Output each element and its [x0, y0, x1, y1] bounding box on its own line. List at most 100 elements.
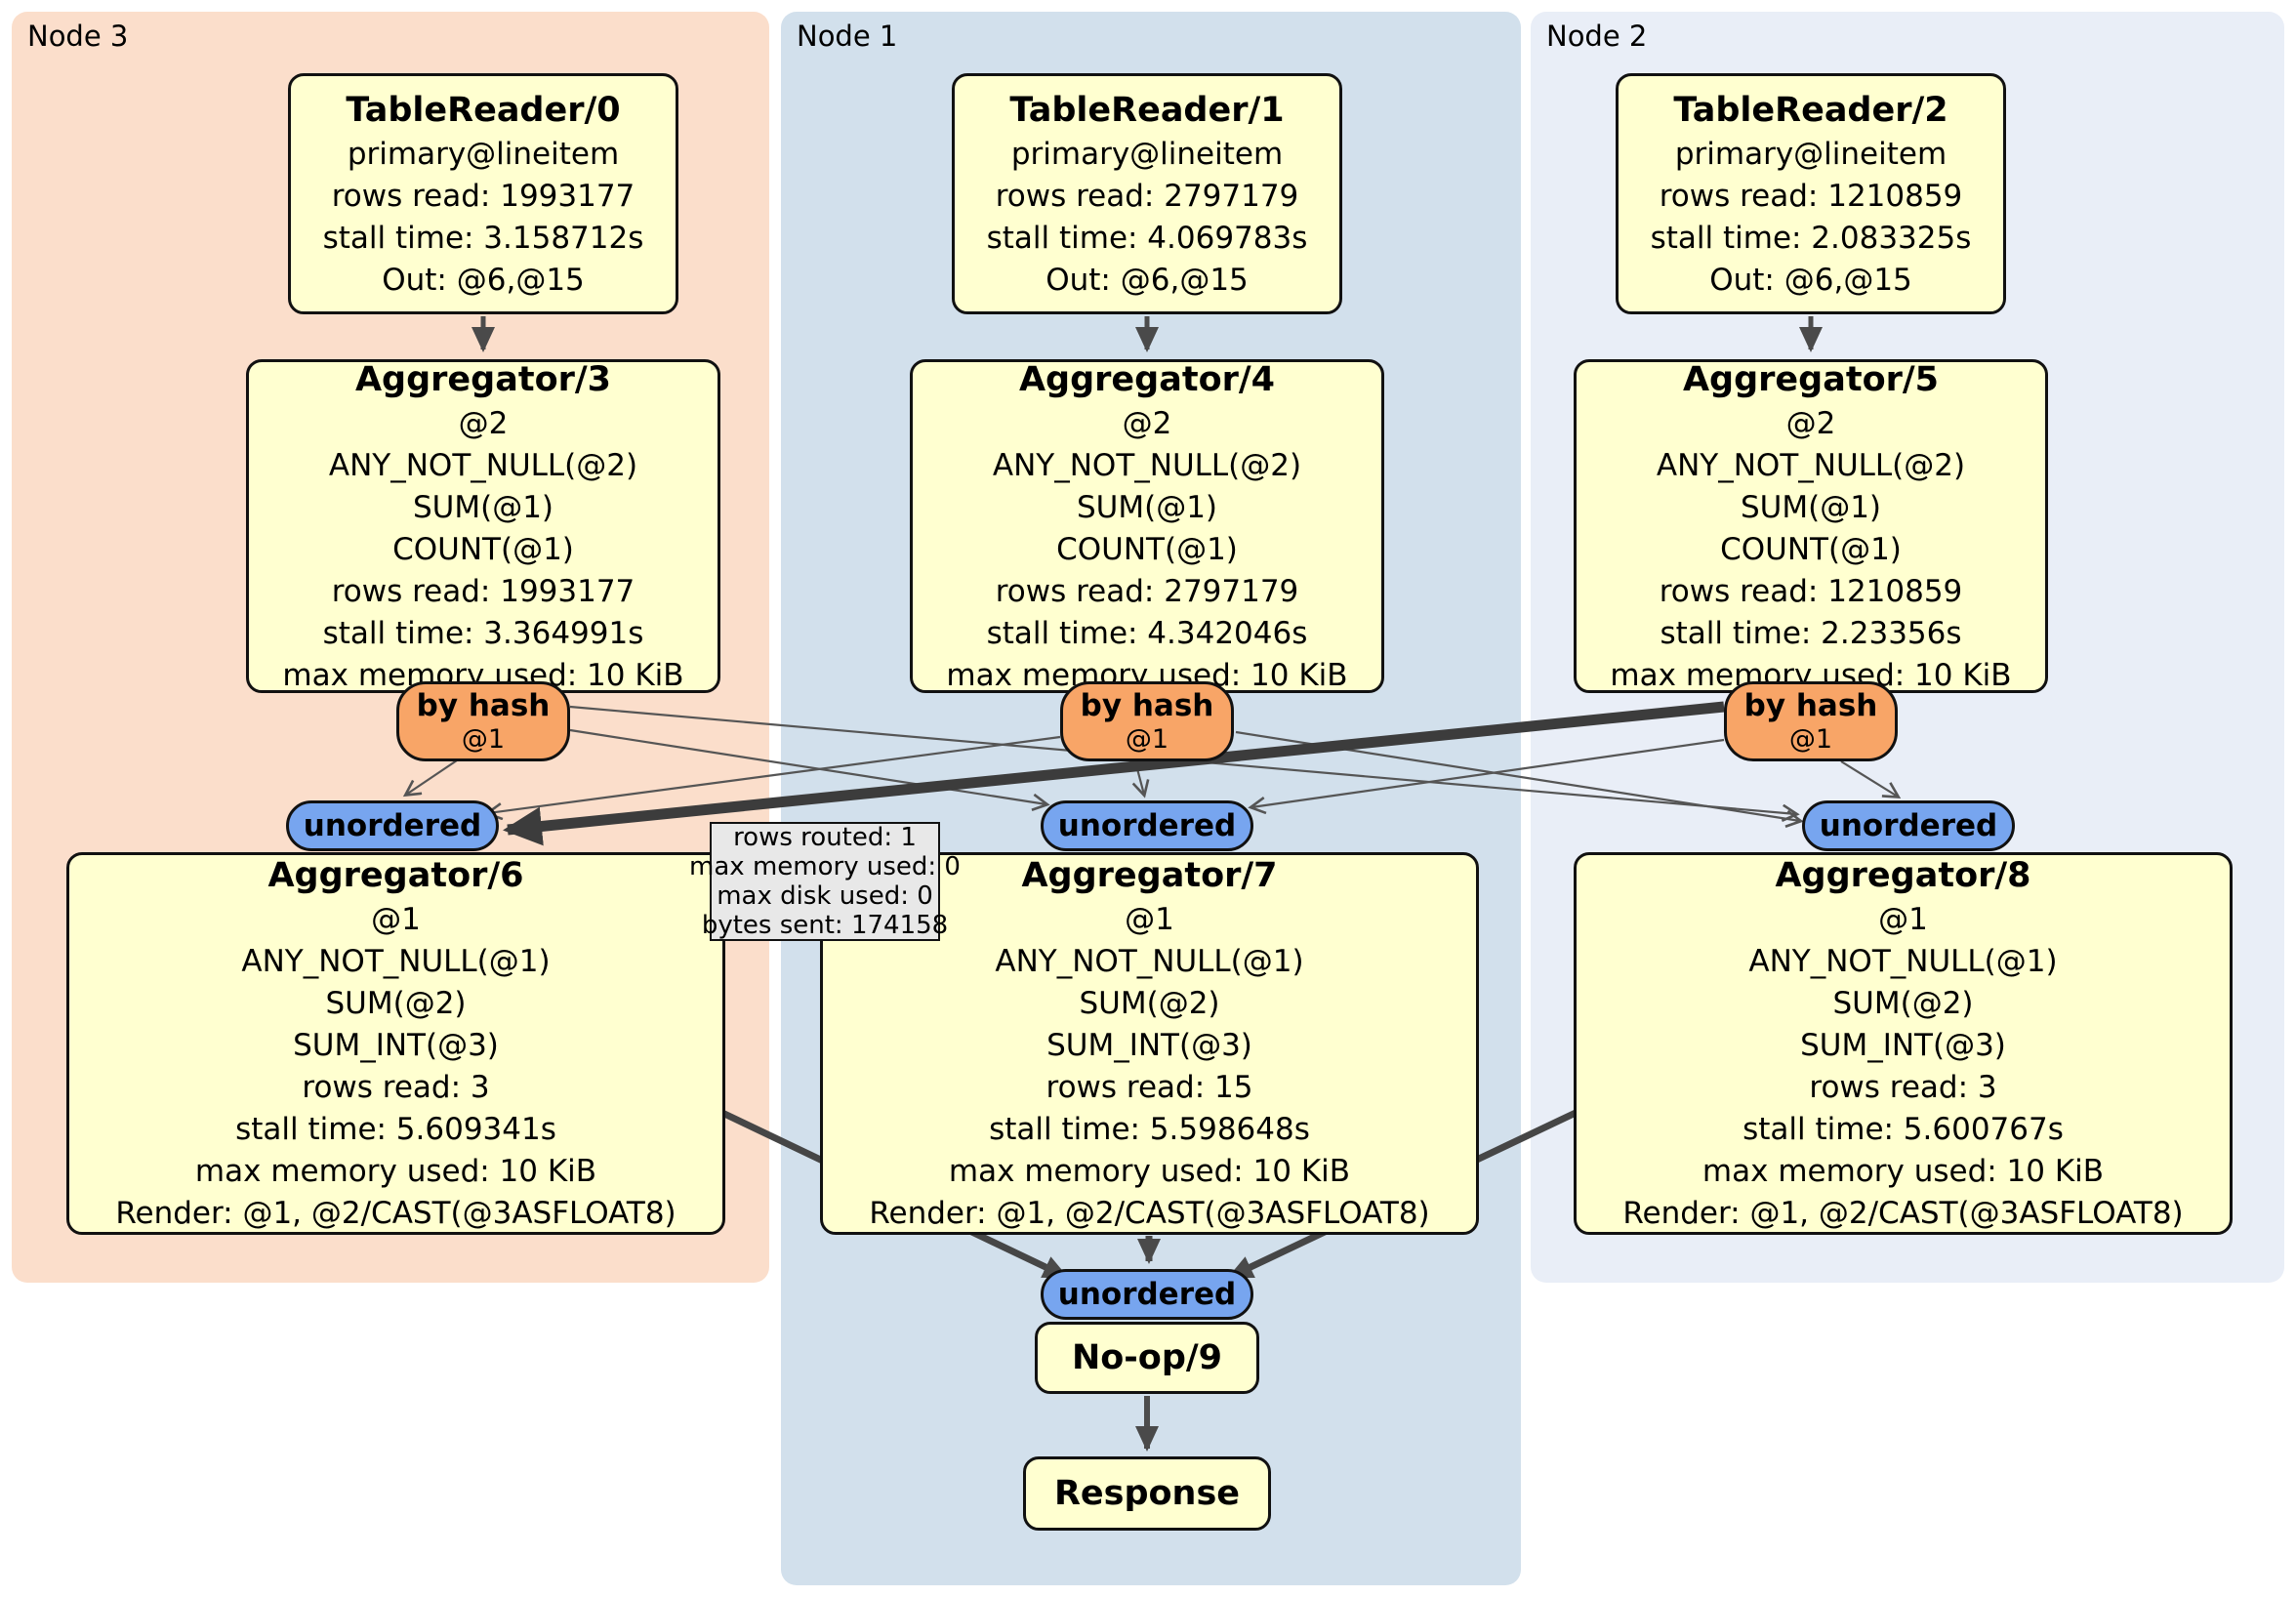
processor-line: Out: @6,@15: [1709, 262, 1912, 298]
edge-hash4-sync3[interactable]: [488, 735, 1061, 813]
processor-line: SUM_INT(@3): [293, 1028, 499, 1063]
tooltip-line: max disk used: 0: [717, 881, 933, 911]
sync-label: unordered: [303, 808, 482, 843]
edge-hash3-sync3[interactable]: [406, 759, 458, 795]
processor-response: Response: [1023, 1456, 1271, 1531]
processor-line: rows read: 1210859: [1659, 178, 1963, 214]
processor-line: @1: [1125, 902, 1174, 937]
processor-line: max memory used: 10 KiB: [1702, 1154, 2105, 1189]
processor-line: SUM_INT(@3): [1046, 1028, 1252, 1063]
processor-line: @2: [458, 405, 509, 441]
sync-unordered-final: unordered: [1041, 1269, 1253, 1320]
processor-noop-9: No-op/9: [1035, 1322, 1259, 1394]
processor-aggregator-8: Aggregator/8 @1 ANY_NOT_NULL(@1) SUM(@2)…: [1574, 852, 2233, 1235]
processor-title: Aggregator/6: [267, 856, 524, 895]
edge-hash5-sync2[interactable]: [1840, 760, 1898, 797]
hash-router-node2: by hash @1: [1724, 681, 1898, 761]
processor-line: stall time: 5.609341s: [235, 1112, 556, 1147]
sync-label: unordered: [1819, 808, 1998, 843]
processor-line: rows read: 1993177: [331, 178, 636, 214]
processor-line: rows read: 1210859: [1659, 573, 1963, 609]
hash-router-label: by hash: [416, 688, 551, 723]
hash-router-columns: @1: [461, 724, 506, 755]
processor-line: @1: [1878, 902, 1928, 937]
sync-unordered-node3: unordered: [286, 800, 499, 851]
processor-line: rows read: 2797179: [995, 178, 1299, 214]
processor-line: @2: [1122, 405, 1172, 441]
processor-line: SUM(@1): [412, 489, 554, 525]
processor-line: SUM(@2): [1079, 986, 1220, 1021]
node-group-label: Node 2: [1546, 20, 1648, 53]
processor-title: TableReader/1: [1009, 90, 1285, 130]
processor-line: Out: @6,@15: [1046, 262, 1249, 298]
processor-line: stall time: 2.23356s: [1660, 615, 1962, 651]
processor-line: rows read: 3: [1809, 1070, 1997, 1105]
sync-unordered-node2: unordered: [1802, 800, 2015, 851]
processor-aggregator-6: Aggregator/6 @1 ANY_NOT_NULL(@1) SUM(@2)…: [66, 852, 725, 1235]
node-group-label: Node 1: [797, 20, 898, 53]
processor-line: SUM(@2): [325, 986, 467, 1021]
processor-line: primary@lineitem: [1674, 136, 1948, 172]
hash-router-label: by hash: [1743, 688, 1878, 723]
processor-line: stall time: 5.598648s: [989, 1112, 1310, 1147]
processor-line: stall time: 4.069783s: [986, 220, 1308, 256]
processor-line: ANY_NOT_NULL(@2): [992, 447, 1302, 483]
processor-line: Out: @6,@15: [382, 262, 585, 298]
stream-stats-tooltip: rows routed: 1 max memory used: 0 max di…: [689, 822, 961, 941]
processor-tablereader-2: TableReader/2 primary@lineitem rows read…: [1616, 73, 2006, 314]
hash-router-columns: @1: [1125, 724, 1169, 755]
edge-hash3-sync1[interactable]: [569, 728, 1046, 804]
processor-line: ANY_NOT_NULL(@2): [1656, 447, 1966, 483]
processor-line: SUM(@1): [1076, 489, 1218, 525]
processor-title: No-op/9: [1071, 1338, 1223, 1377]
sync-unordered-node1: unordered: [1041, 800, 1253, 851]
processor-line: stall time: 2.083325s: [1650, 220, 1972, 256]
processor-line: stall time: 5.600767s: [1742, 1112, 2064, 1147]
processor-line: rows read: 1993177: [331, 573, 636, 609]
edge-hash5-sync3-heavy[interactable]: [503, 701, 1725, 846]
sync-label: unordered: [1057, 808, 1237, 843]
processor-line: rows read: 15: [1046, 1070, 1253, 1105]
tooltip-line: bytes sent: 174158: [701, 911, 949, 940]
processor-line: primary@lineitem: [1010, 136, 1284, 172]
processor-title: Aggregator/4: [1018, 359, 1276, 399]
processor-line: stall time: 3.158712s: [322, 220, 644, 256]
processor-title: TableReader/2: [1673, 90, 1948, 130]
processor-title: Aggregator/8: [1775, 856, 2031, 895]
processor-line: SUM_INT(@3): [1800, 1028, 2006, 1063]
processor-line: ANY_NOT_NULL(@1): [1748, 944, 2058, 979]
tooltip-line: max memory used: 0: [689, 852, 961, 881]
processor-line: @1: [371, 902, 421, 937]
processor-title: Response: [1053, 1474, 1241, 1513]
processor-title: TableReader/0: [346, 90, 621, 130]
tooltip-line: rows routed: 1: [733, 823, 917, 852]
processor-line: rows read: 2797179: [995, 573, 1299, 609]
hash-router-label: by hash: [1080, 688, 1214, 723]
node-group-label: Node 3: [27, 20, 129, 53]
processor-tablereader-0: TableReader/0 primary@lineitem rows read…: [288, 73, 678, 314]
processor-title: Aggregator/7: [1021, 856, 1278, 895]
processor-aggregator-4: Aggregator/4 @2 ANY_NOT_NULL(@2) SUM(@1)…: [910, 359, 1384, 693]
processor-line: COUNT(@1): [1056, 531, 1238, 567]
processor-line: max memory used: 10 KiB: [948, 1154, 1351, 1189]
processor-line: SUM(@1): [1740, 489, 1882, 525]
processor-line: COUNT(@1): [1720, 531, 1902, 567]
processor-line: stall time: 4.342046s: [986, 615, 1308, 651]
edge-hash5-sync1[interactable]: [1251, 738, 1725, 807]
hash-router-node1: by hash @1: [1060, 681, 1234, 761]
hash-router-node3: by hash @1: [396, 681, 570, 761]
processor-line: ANY_NOT_NULL(@1): [995, 944, 1304, 979]
processor-tablereader-1: TableReader/1 primary@lineitem rows read…: [952, 73, 1342, 314]
processor-line: ANY_NOT_NULL(@1): [241, 944, 551, 979]
processor-line: COUNT(@1): [392, 531, 574, 567]
processor-title: Aggregator/3: [354, 359, 612, 399]
processor-line: rows read: 3: [302, 1070, 490, 1105]
processor-line: max memory used: 10 KiB: [194, 1154, 597, 1189]
processor-line: primary@lineitem: [347, 136, 620, 172]
processor-line: stall time: 3.364991s: [322, 615, 644, 651]
sync-label: unordered: [1057, 1277, 1237, 1312]
processor-line: Render: @1, @2/CAST(@3ASFLOAT8): [115, 1196, 676, 1231]
processor-line: Render: @1, @2/CAST(@3ASFLOAT8): [1622, 1196, 2184, 1231]
processor-line: SUM(@2): [1832, 986, 1974, 1021]
